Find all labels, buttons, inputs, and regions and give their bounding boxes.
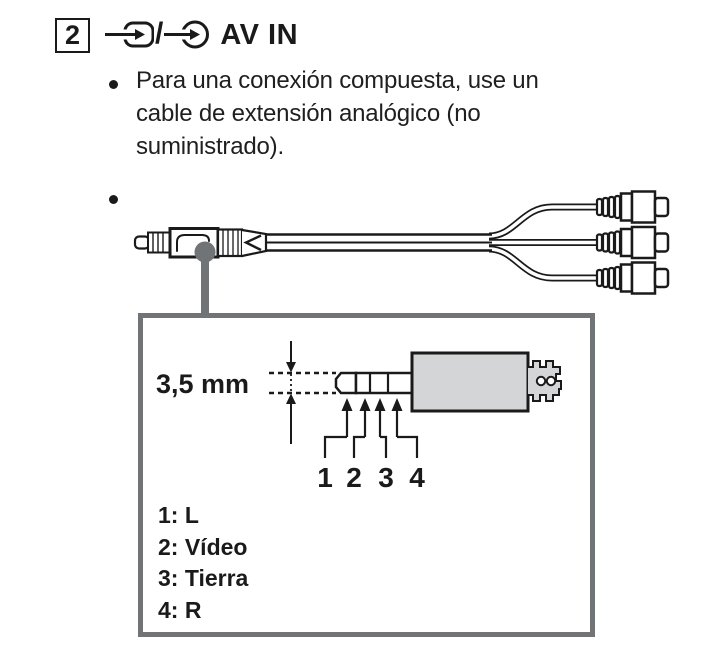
rca-plug-middle [595, 225, 670, 260]
pin-number: 3 [378, 462, 394, 493]
legend-line: 1: L [158, 502, 199, 528]
audio-in-icon [164, 20, 210, 49]
step-number: 2 [64, 19, 81, 50]
rca-plug-top [595, 190, 670, 224]
plug-body [410, 351, 530, 413]
slash-separator: / [155, 17, 164, 50]
bullet-line: cable de extensión analógico (no [136, 100, 481, 127]
pin-arrows [323, 398, 419, 458]
bullet-dot [109, 80, 118, 89]
pin-legend: 1: L 2: Vídeo 3: Tierra 4: R [158, 500, 248, 626]
plug-drawing [334, 351, 562, 413]
detail-box: 3,5 mm [138, 313, 595, 637]
legend-line: 4: R [158, 596, 202, 623]
cable-branches [488, 203, 600, 282]
bullet-line: suministrado). [136, 133, 284, 160]
pin-number: 2 [346, 462, 362, 493]
composite-video-in-icon [105, 21, 154, 48]
pin-number: 4 [409, 462, 425, 493]
mini-plug [133, 227, 268, 259]
pin-number: 1 [317, 462, 333, 493]
legend-line: 3: Tierra [158, 565, 249, 592]
bullet-dot [109, 195, 118, 204]
plug-detail-diagram: 3,5 mm [156, 341, 562, 493]
av-cable-illustration [133, 190, 670, 322]
rca-plug-bottom [595, 261, 670, 295]
plug-shaft [354, 371, 414, 395]
step-header: 2 / AV IN [55, 17, 298, 53]
bullet-text: Para una conexión compuesta, use un cabl… [136, 64, 539, 163]
flat-cable [266, 233, 492, 252]
bullet-line: Para una conexión compuesta, use un [136, 67, 539, 94]
callout-dot [194, 241, 216, 263]
measurement-line [269, 341, 336, 444]
measurement-label: 3,5 mm [156, 369, 249, 399]
step-number-box: 2 [55, 17, 90, 53]
av-in-title: AV IN [220, 18, 299, 51]
legend-line: 2: Vídeo [158, 533, 248, 560]
plug-tip [334, 371, 358, 395]
